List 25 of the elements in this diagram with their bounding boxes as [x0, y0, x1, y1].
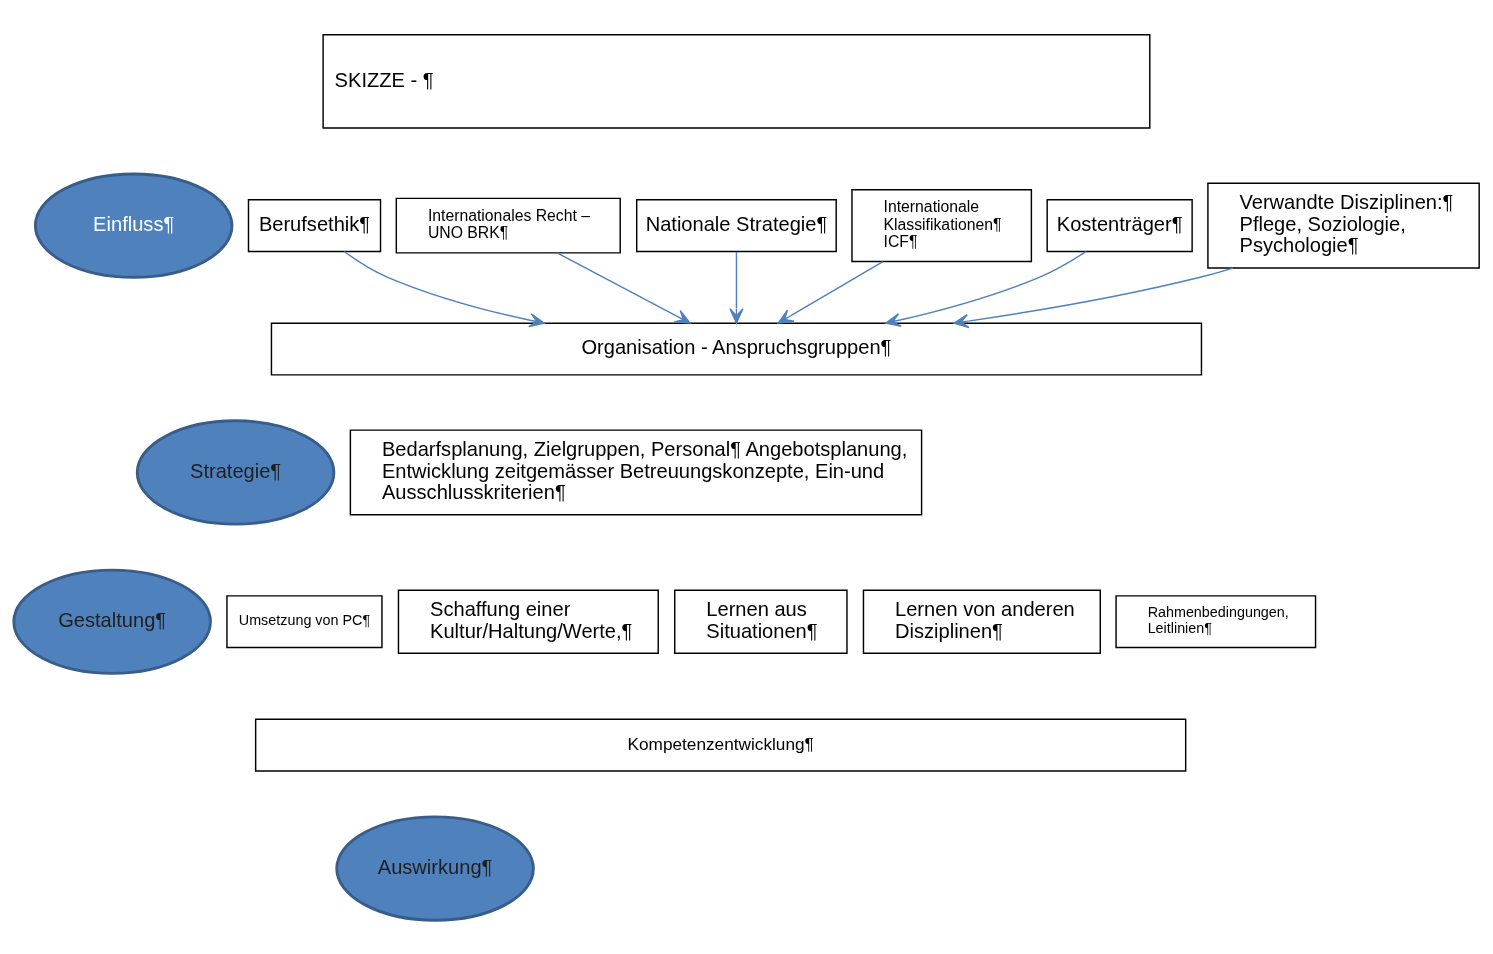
node-box: Lernen von anderen Disziplinen¶	[862, 588, 1101, 654]
node-box: Schaffung einer Kultur/Haltung/Werte,¶	[397, 588, 659, 654]
arrow	[343, 250, 545, 327]
node-box: Lernen aus Situationen¶	[674, 588, 848, 654]
node-box: SKIZZE - ¶	[322, 33, 1151, 129]
node-box: Verwandte Disziplinen:¶ Pflege, Soziologie, Psychologie¶	[1207, 182, 1480, 269]
node-ellipse: Gestaltung¶	[12, 568, 212, 675]
arrow	[729, 250, 744, 324]
node-box: Organisation - Anspruchsgruppen¶	[270, 322, 1203, 376]
node-ellipse: Strategie¶	[135, 418, 336, 526]
node-box: Umsetzung von PC¶	[226, 594, 383, 648]
arrow	[953, 266, 1234, 328]
node-box: Berufsethik¶	[247, 198, 382, 252]
node-box: Bedarfsplanung, Zielgruppen, Personal¶ Angebotsplanung, Entwicklung zeitgemässer Betreuungskonzepte, Ein-und Ausschlusskriterien¶	[349, 428, 923, 516]
arrow	[556, 251, 691, 324]
node-box: Kompetenzentwicklung¶	[254, 718, 1187, 772]
node-box: Nationale Strategie¶	[636, 198, 837, 252]
arrow	[777, 260, 884, 324]
node-ellipse: Auswirkung¶	[335, 815, 535, 922]
node-box: Internationales Recht – UNO BRK¶	[395, 197, 621, 254]
node-ellipse: Einfluss¶	[33, 172, 234, 279]
node-box: Rahmenbedingungen, Leitlinien¶	[1115, 594, 1317, 648]
node-box: Kostenträger¶	[1046, 198, 1193, 252]
node-box: Internationale Klassifikationen¶ ICF¶	[851, 188, 1033, 262]
arrow	[885, 250, 1087, 327]
